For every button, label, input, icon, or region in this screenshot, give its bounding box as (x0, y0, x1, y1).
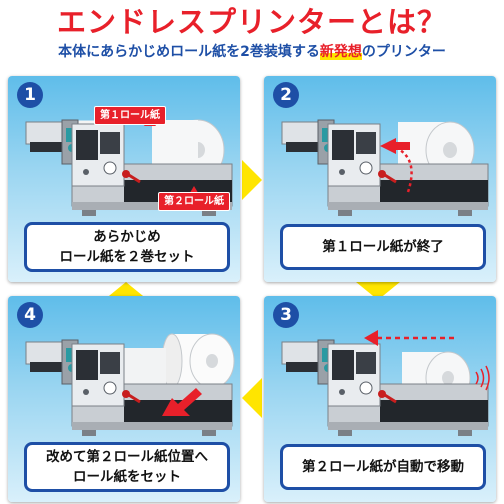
step-caption-2-line1: 第１ロール紙が終了 (322, 239, 444, 255)
step-caption-4-line2: ロール紙をセット (73, 469, 181, 485)
subtitle-text-after: のプリンター (361, 44, 446, 60)
step-number-3: 3 (273, 302, 299, 328)
step-caption-4-line1: 改めて第２ロール紙位置へ (46, 449, 208, 465)
step-caption-3: 第２ロール紙が自動で移動 (280, 444, 486, 490)
step-number-2: 2 (273, 82, 299, 108)
tag-first-roll: 第１ロール紙 (94, 106, 166, 125)
step-caption-1-line1: あらかじめ (93, 229, 161, 245)
flow-arrow-3-to-4 (242, 378, 262, 418)
flow-arrow-2-to-3 (356, 282, 400, 300)
step-number-1: 1 (17, 82, 43, 108)
step-number-4: 4 (17, 302, 43, 328)
step-caption-1: あらかじめ ロール紙を２巻セット (24, 222, 230, 272)
page-subtitle: 本体にあらかじめロール紙を2巻装填する新発想のプリンター (0, 42, 504, 62)
tag-second-roll: 第２ロール紙 (158, 192, 230, 211)
step-caption-3-line1: 第２ロール紙が自動で移動 (302, 459, 464, 475)
printer-illustration-2 (280, 118, 490, 218)
step-caption-2: 第１ロール紙が終了 (280, 224, 486, 270)
printer-illustration-4 (24, 333, 235, 438)
subtitle-highlight: 新発想 (319, 44, 362, 60)
step-caption-4: 改めて第２ロール紙位置へ ロール紙をセット (24, 442, 230, 492)
subtitle-text-before: 本体にあらかじめロール紙を2巻装填する (58, 44, 320, 60)
printer-illustration-1 (24, 116, 234, 218)
page-title: エンドレスプリンターとは？ (56, 5, 447, 39)
flow-arrow-1-to-2 (242, 160, 262, 200)
step-caption-1-line2: ロール紙を２巻セット (59, 249, 195, 265)
step-panel-1: 1 第１ロール紙 第２ロール紙 あらかじめ ロール紙を２巻セット (8, 76, 240, 282)
flow-arrow-4-to-1 (104, 282, 148, 300)
step-panel-4: 4 改めて第２ロール紙位置へ ロール紙をセット (8, 296, 240, 502)
step-panel-3: 3 第２ロール紙が自動で移動 (264, 296, 496, 502)
printer-illustration-3 (280, 330, 490, 438)
step-panel-2: 2 第１ロール紙が終了 (264, 76, 496, 282)
